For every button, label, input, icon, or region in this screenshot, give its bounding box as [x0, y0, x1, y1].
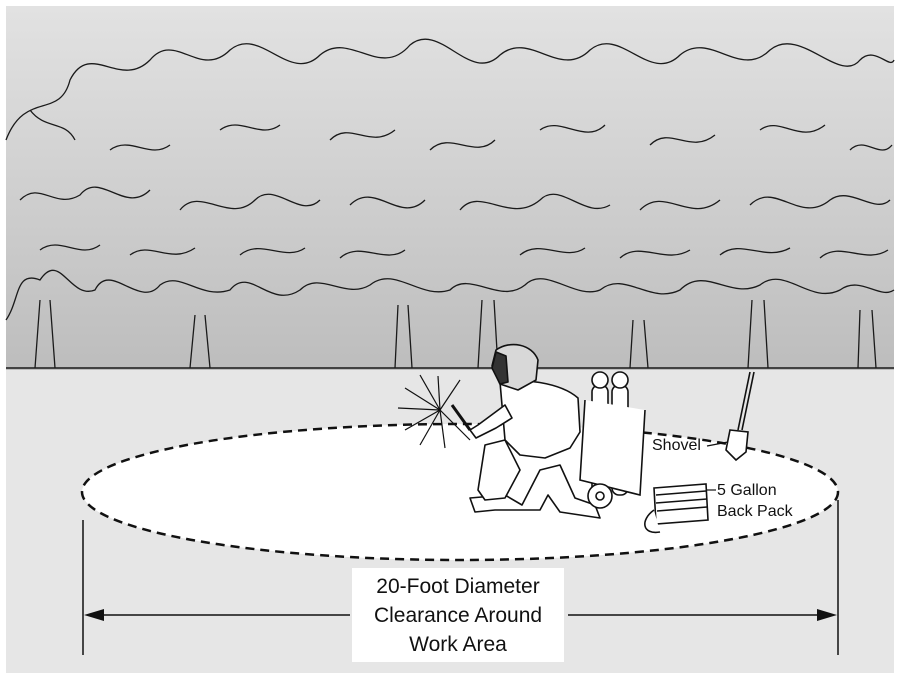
dimension-label-line3: Work Area [409, 633, 507, 656]
dimension-label-line1: 20-Foot Diameter [376, 575, 539, 598]
sky [6, 6, 894, 370]
dimension-label-line2: Clearance Around [374, 604, 542, 627]
backpack-label-line1: 5 Gallon [717, 482, 777, 499]
backpack-label-line2: Back Pack [717, 503, 794, 520]
shovel-label: Shovel [652, 437, 701, 454]
